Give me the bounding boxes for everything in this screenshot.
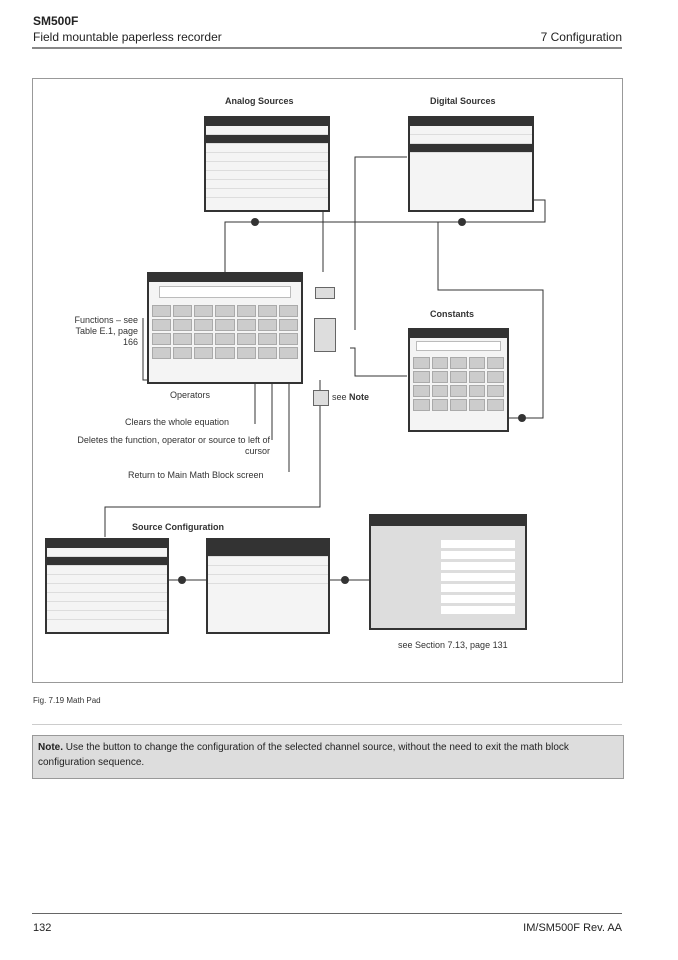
- constants-screen: [408, 328, 509, 432]
- page-number: 132: [33, 922, 52, 934]
- connector-lines: [104, 156, 546, 584]
- divider: [32, 724, 622, 725]
- header-rule: [32, 47, 622, 49]
- source-type-buttons: [314, 318, 336, 352]
- figure-caption: Fig. 7.19 Math Pad: [33, 696, 101, 705]
- figure-frame: [32, 78, 623, 683]
- see-note-bold: Note: [349, 392, 370, 402]
- product-title: SM500F: [33, 14, 79, 28]
- source-configuration-label: Source Configuration: [132, 522, 224, 532]
- digital-sources-screen: [408, 116, 534, 212]
- channel-config-screen: [369, 514, 527, 630]
- digital-sources-label: Digital Sources: [430, 96, 496, 106]
- note-text: Use the button to change the configurati…: [38, 742, 569, 768]
- analog-sources-screen: [204, 116, 330, 212]
- section-title: 7 Configuration: [540, 30, 622, 44]
- deletes-label: Deletes the function, operator or source…: [77, 435, 270, 456]
- clears-label: Clears the whole equation: [125, 417, 230, 427]
- source-config-screen-2: [206, 538, 330, 634]
- source-config-screen-1: [45, 538, 169, 634]
- source-button: [315, 287, 335, 299]
- return-label: Return to Main Math Block screen: [128, 470, 264, 480]
- analog-sources-label: Analog Sources: [225, 96, 294, 106]
- product-subtitle: Field mountable paperless recorder: [33, 30, 222, 44]
- functions-label: Functions – see Table E.1, page 166: [74, 315, 138, 347]
- note-box: Note. Use the button to change the confi…: [32, 735, 624, 779]
- math-pad-screen: [147, 272, 303, 384]
- constants-label: Constants: [430, 309, 475, 319]
- note-label: Note.: [38, 742, 63, 753]
- operators-label: Operators: [170, 390, 211, 400]
- doc-reference: IM/SM500F Rev. AA: [523, 922, 622, 934]
- edit-icon: [313, 390, 329, 406]
- see-section-label: see Section 7.13, page 131: [398, 640, 508, 650]
- footer-rule: [32, 913, 622, 914]
- see-note-prefix: see: [332, 392, 347, 402]
